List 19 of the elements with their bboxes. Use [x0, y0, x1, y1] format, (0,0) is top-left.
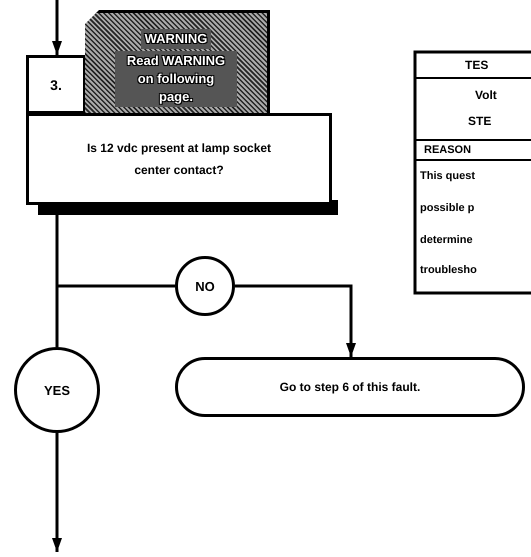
- table-header: REASON: [424, 144, 472, 156]
- arrow: [52, 433, 62, 552]
- table-header: Volt: [475, 88, 497, 102]
- table-text: This quest: [420, 170, 476, 182]
- table-text: determine: [420, 234, 473, 246]
- table-header: STE: [468, 114, 492, 128]
- step-number-box: 3.: [26, 55, 86, 114]
- question-box: Is 12 vdc present at lamp socket center contact?: [26, 113, 332, 205]
- terminal-pill: Go to step 6 of this fault.: [175, 357, 525, 417]
- arrow: [235, 284, 356, 357]
- warning-text: Read WARNING on following page.: [115, 50, 237, 106]
- arrow: [52, 0, 62, 55]
- warning-heading: WARNING: [140, 28, 212, 48]
- table-text: troublesho: [420, 264, 477, 276]
- yes-circle: YES: [14, 347, 100, 433]
- warning-box: [85, 10, 270, 114]
- table-text: possible p: [420, 202, 474, 214]
- table-header: TES: [465, 58, 488, 72]
- no-circle: NO: [175, 256, 235, 316]
